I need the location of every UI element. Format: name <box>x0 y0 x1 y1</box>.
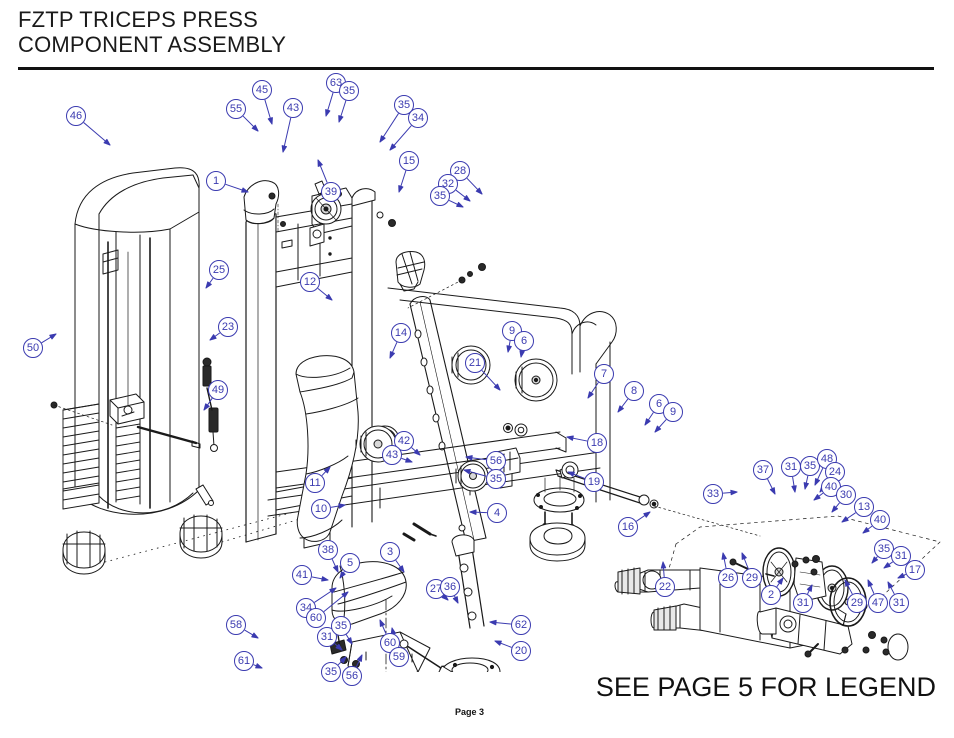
callout-balloon-43[interactable]: 43 <box>283 98 303 118</box>
callout-balloon-60[interactable]: 60 <box>306 608 326 628</box>
callout-balloon-46[interactable]: 46 <box>66 106 86 126</box>
callout-balloon-50[interactable]: 50 <box>23 338 43 358</box>
stabilizer-rod-49 <box>195 484 214 506</box>
title-line-2: COMPONENT ASSEMBLY <box>18 31 287 57</box>
callout-balloon-23[interactable]: 23 <box>218 317 238 337</box>
weight-stack-tower <box>62 167 301 575</box>
callout-balloon-59[interactable]: 59 <box>389 647 409 667</box>
callout-balloon-2[interactable]: 2 <box>761 585 781 605</box>
callout-balloon-18[interactable]: 18 <box>587 433 607 453</box>
assembly-drawing <box>41 92 941 672</box>
callout-balloon-22[interactable]: 22 <box>655 577 675 597</box>
callout-balloon-40[interactable]: 40 <box>870 510 890 530</box>
callout-balloon-42[interactable]: 42 <box>394 431 414 451</box>
callout-balloon-62[interactable]: 62 <box>511 615 531 635</box>
callout-balloon-38[interactable]: 38 <box>318 540 338 560</box>
page-number-label: Page 3 <box>455 707 485 717</box>
callout-balloon-45[interactable]: 45 <box>252 80 272 100</box>
callout-balloon-13[interactable]: 13 <box>854 497 874 517</box>
callout-balloon-31[interactable]: 31 <box>889 593 909 613</box>
pad-18-19 <box>529 475 586 562</box>
callout-balloon-14[interactable]: 14 <box>391 323 411 343</box>
callout-balloon-29[interactable]: 29 <box>847 593 867 613</box>
frame-pulleys <box>368 345 558 492</box>
callout-balloon-35[interactable]: 35 <box>331 616 351 636</box>
callout-balloon-15[interactable]: 15 <box>399 151 419 171</box>
callout-balloon-56[interactable]: 56 <box>486 451 506 471</box>
callout-balloon-35[interactable]: 35 <box>874 539 894 559</box>
back-pad <box>295 355 359 549</box>
callout-balloon-3[interactable]: 3 <box>380 542 400 562</box>
callout-balloon-33[interactable]: 33 <box>703 484 723 504</box>
fastener-50 <box>50 401 113 426</box>
callout-balloon-31[interactable]: 31 <box>793 593 813 613</box>
callout-balloon-39[interactable]: 39 <box>321 182 341 202</box>
press-arm-assembly <box>614 515 941 661</box>
callout-balloon-16[interactable]: 16 <box>618 517 638 537</box>
callout-balloon-31[interactable]: 31 <box>781 457 801 477</box>
callout-balloon-20[interactable]: 20 <box>511 641 531 661</box>
callout-balloon-43[interactable]: 43 <box>382 445 402 465</box>
callout-balloon-21[interactable]: 21 <box>465 353 485 373</box>
callout-balloon-35[interactable]: 35 <box>321 662 341 682</box>
title-divider-rule <box>18 67 934 70</box>
legend-reference-note: SEE PAGE 5 FOR LEGEND <box>595 672 936 702</box>
callout-balloon-47[interactable]: 47 <box>868 593 888 613</box>
page-title: FZTP TRICEPS PRESS COMPONENT ASSEMBLY <box>18 7 287 57</box>
link-bar-4 <box>451 534 485 629</box>
callout-balloon-19[interactable]: 19 <box>584 472 604 492</box>
callout-balloon-1[interactable]: 1 <box>206 171 226 191</box>
callout-balloon-26[interactable]: 26 <box>718 568 738 588</box>
callout-balloon-17[interactable]: 17 <box>905 560 925 580</box>
callout-balloon-29[interactable]: 29 <box>742 568 762 588</box>
callout-balloon-41[interactable]: 41 <box>292 565 312 585</box>
push-rod-assembly <box>555 461 761 537</box>
callout-balloon-4[interactable]: 4 <box>487 503 507 523</box>
callout-balloon-56[interactable]: 56 <box>342 666 362 686</box>
callout-balloon-36[interactable]: 36 <box>440 577 460 597</box>
callout-balloon-35[interactable]: 35 <box>339 81 359 101</box>
callout-balloon-6[interactable]: 6 <box>514 331 534 351</box>
foot-plate-assembly <box>438 657 501 672</box>
callout-balloon-35[interactable]: 35 <box>430 186 450 206</box>
callout-balloon-12[interactable]: 12 <box>300 272 320 292</box>
callout-balloon-25[interactable]: 25 <box>209 260 229 280</box>
callout-balloon-58[interactable]: 58 <box>226 615 246 635</box>
callout-balloon-31[interactable]: 31 <box>891 546 911 566</box>
tension-rod-assembly <box>202 357 219 452</box>
callout-balloon-49[interactable]: 49 <box>208 380 228 400</box>
callout-balloon-37[interactable]: 37 <box>753 460 773 480</box>
callout-balloon-30[interactable]: 30 <box>836 485 856 505</box>
callout-balloon-10[interactable]: 10 <box>311 499 331 519</box>
callout-balloon-5[interactable]: 5 <box>340 553 360 573</box>
callout-balloon-61[interactable]: 61 <box>234 651 254 671</box>
callout-balloon-55[interactable]: 55 <box>226 99 246 119</box>
callout-balloon-8[interactable]: 8 <box>624 381 644 401</box>
callout-balloon-34[interactable]: 34 <box>408 108 428 128</box>
callout-balloon-35[interactable]: 35 <box>486 469 506 489</box>
callout-balloon-35[interactable]: 35 <box>800 456 820 476</box>
fasteners-top-right <box>407 263 486 309</box>
title-line-1: FZTP TRICEPS PRESS <box>18 7 258 32</box>
handle-grip-15 <box>395 251 426 292</box>
callout-balloon-7[interactable]: 7 <box>594 364 614 384</box>
callout-balloon-35[interactable]: 35 <box>394 95 414 115</box>
callout-balloon-9[interactable]: 9 <box>663 402 683 422</box>
callout-balloon-11[interactable]: 11 <box>305 473 325 493</box>
seat-pad <box>331 561 407 625</box>
